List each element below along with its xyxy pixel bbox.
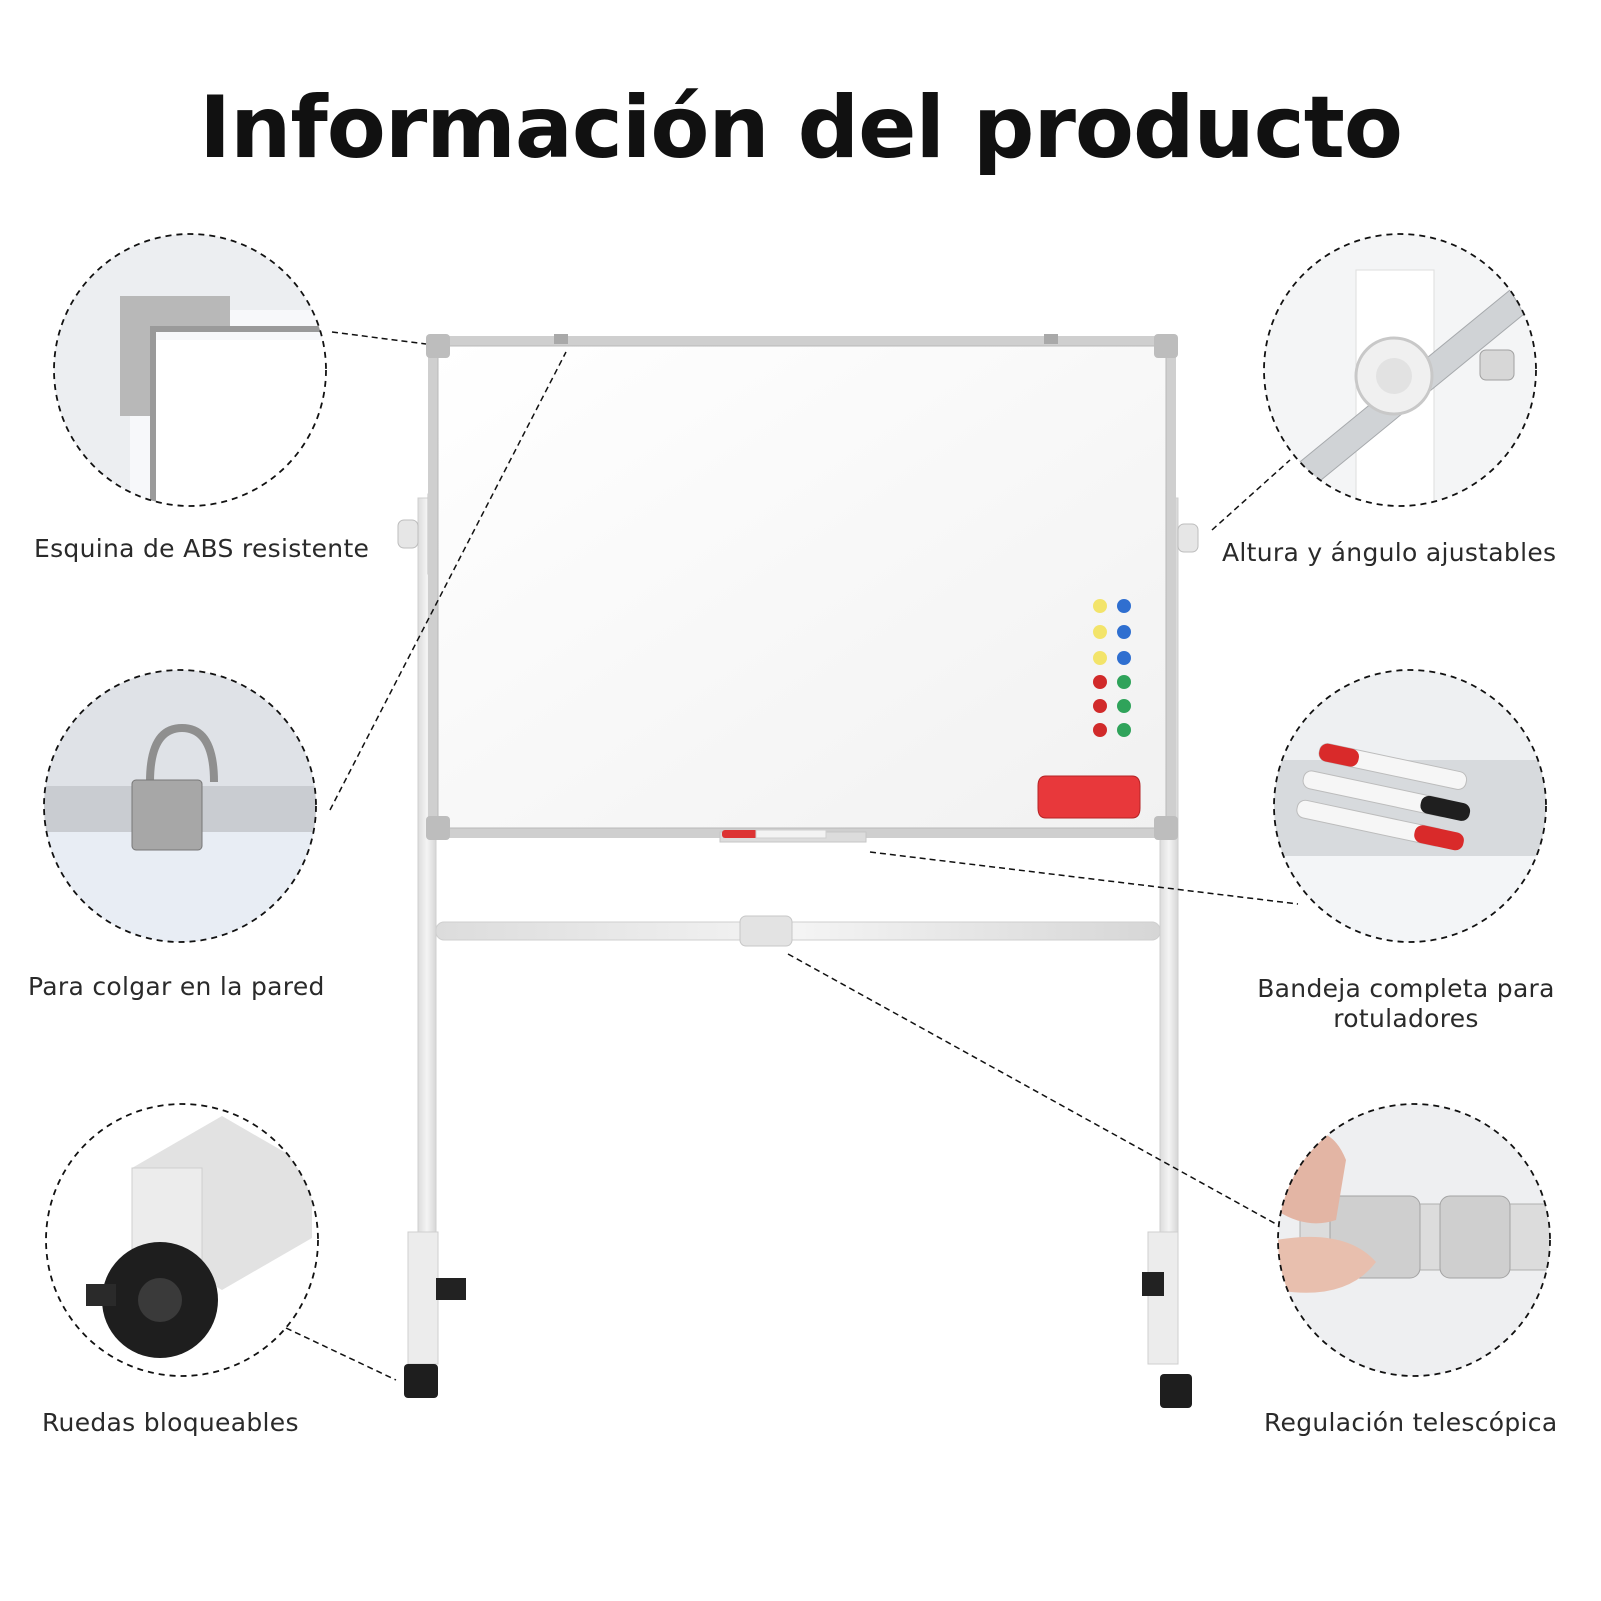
magnets — [1093, 599, 1131, 737]
locking-wheel-icon — [45, 1103, 319, 1377]
feature-label-locking-wheels: Ruedas bloqueables — [42, 1408, 299, 1437]
leader-lines — [285, 331, 1299, 1381]
feature-label-telescopic: Regulación telescópica — [1264, 1408, 1558, 1437]
telescopic-tube-icon — [1277, 1103, 1551, 1377]
abs-corner-icon — [53, 233, 327, 507]
feature-label-adjustable: Altura y ángulo ajustables — [1222, 538, 1557, 567]
eraser — [1037, 775, 1141, 819]
feature-label-marker-tray: Bandeja completa para rotuladores — [1257, 974, 1555, 1033]
feature-label-wall-hanging: Para colgar en la pared — [28, 972, 325, 1001]
wall-hook-icon — [43, 669, 317, 943]
adjustment-knob-icon — [1263, 233, 1537, 507]
marker-tray-icon — [1273, 669, 1547, 943]
page-title: Información del producto — [199, 78, 1403, 178]
feature-label-abs-corner: Esquina de ABS resistente — [34, 534, 370, 563]
whiteboard — [426, 334, 1178, 843]
